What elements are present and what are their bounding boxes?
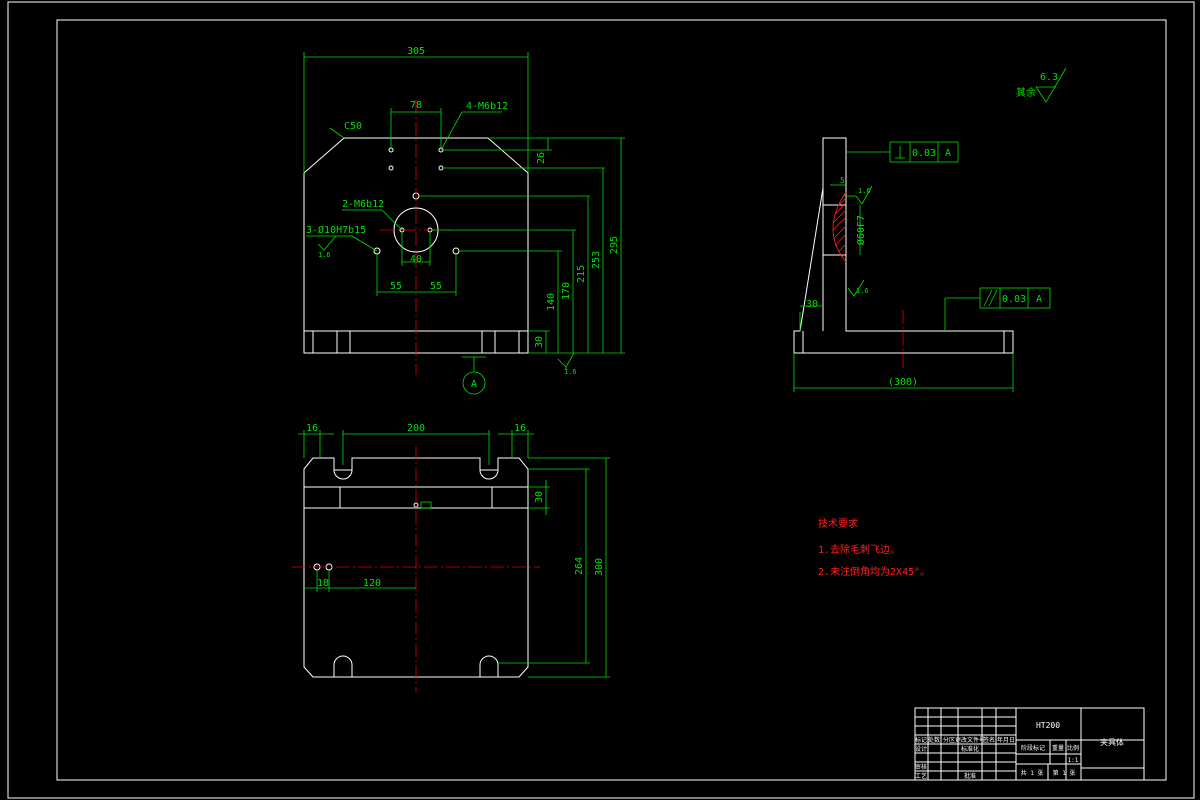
dim-120: 120 [363,578,381,589]
dim-300-ref: (300) [888,377,918,388]
plan-dimensions: 16 200 16 30 264 300 18 [298,423,610,678]
dim-253: 253 [591,251,602,269]
front-dimensions: 305 78 4-M6b12 C50 2-M6b12 3-Ø10H7b15 1.… [303,46,625,395]
dim-264: 264 [574,557,585,575]
part-name: 夹具体 [1100,737,1124,747]
col-fenqu: 分区 [943,736,955,744]
scale: 比例 [1067,744,1079,752]
dim-30-side: 30 [806,299,818,310]
col-shenhe: 审核 [915,763,927,771]
dim-40: 40 [410,254,422,265]
col-qianming: 签名 [983,736,995,744]
dim-5: 5 [840,176,845,185]
general-roughness: 其余 6.3 [1016,67,1067,103]
sheets-total: 共 1 张 [1021,769,1044,777]
datum-a-symbol [462,371,486,395]
tolerance-frame-perp [889,141,959,163]
stage-mark: 阶段标记 [1021,744,1045,752]
dim-18: 18 [317,578,329,589]
dim-26: 26 [536,152,547,164]
col-chushu: 处数 [928,736,940,744]
dim-295: 295 [609,236,620,254]
rough-16-bottom: 1.6 [564,368,577,376]
tap-2-label: 2-M6b12 [342,199,384,210]
dim-305: 305 [407,46,425,57]
note-line-1: 1.去除毛刺飞边。 [818,543,900,556]
sheet-number: 第 1 张 [1053,769,1076,777]
weight: 重量 [1052,744,1064,752]
col-riqi: 年月日 [997,736,1015,744]
dim-55-right: 55 [430,281,442,292]
roughness-value: 6.3 [1040,72,1058,83]
col-pizhun: 批准 [964,772,976,780]
dim-170: 170 [561,282,572,300]
tolerance-frame-par [979,287,1051,309]
col-biaozhunhua: 标准化 [961,745,979,753]
roughness-prefix: 其余 [1016,86,1036,99]
dim-30: 30 [534,336,545,348]
col-gongyi: 工艺 [915,772,927,780]
note-line-2: 2.未注倒角均为2X45°。 [818,565,930,578]
tol-perp-datum: A [945,148,951,159]
technical-notes: 技术要求 1.去除毛刺飞边。 2.未注倒角均为2X45°。 [818,517,930,578]
dim-16-left: 16 [306,423,318,434]
notes-title: 技术要求 [818,517,858,530]
side-view: 0.03 A 0.03 A 5 1.6 Ø60F7 1.6 30 [793,137,1051,392]
dim-55-left: 55 [390,281,402,292]
tol-par-datum: A [1036,294,1042,305]
dim-140: 140 [546,293,557,311]
col-gengai: 更改文件号 [955,736,985,744]
dim-16-right: 16 [514,423,526,434]
dim-300-plan: 300 [594,558,605,576]
plan-view: 16 200 16 30 264 300 18 [292,423,610,692]
col-biaoji: 标记 [915,736,927,744]
sheet-border [7,1,1195,799]
tol-par-value: 0.03 [1002,294,1026,305]
scale-value: 1:1 [1068,757,1079,764]
rough-16-top: 1.6 [858,187,871,195]
material: HT200 [1036,721,1060,730]
bore-dim: Ø60F7 [855,215,867,245]
dim-215: 215 [576,265,587,283]
tol-perp-value: 0.03 [912,148,936,159]
datum-a-letter: A [471,379,477,390]
dim-78: 78 [410,100,422,111]
col-sheji: 设计 [915,745,927,753]
rough-16-left: 1.6 [318,251,331,259]
rough-16-mid: 1.6 [856,287,869,295]
tap-hole [388,165,394,171]
side-view-outline [793,137,1014,354]
title-block: HT200 夹具体 标记 处数 分区 更改文件号 签名 年月日 设计 标准化 审… [914,707,1145,781]
chamfer-label: C50 [344,121,362,132]
tap-4-label: 4-M6b12 [466,101,508,112]
dim-30-plan: 30 [534,491,545,503]
tap-hole [438,165,444,171]
pin-holes-label: 3-Ø10H7b15 [306,224,366,236]
dim-200: 200 [407,423,425,434]
bore-section-hatch [832,191,847,263]
side-dimensions: 0.03 A 0.03 A 5 1.6 Ø60F7 1.6 30 [793,141,1051,392]
front-view: 305 78 4-M6b12 C50 2-M6b12 3-Ø10H7b15 1.… [303,46,625,395]
